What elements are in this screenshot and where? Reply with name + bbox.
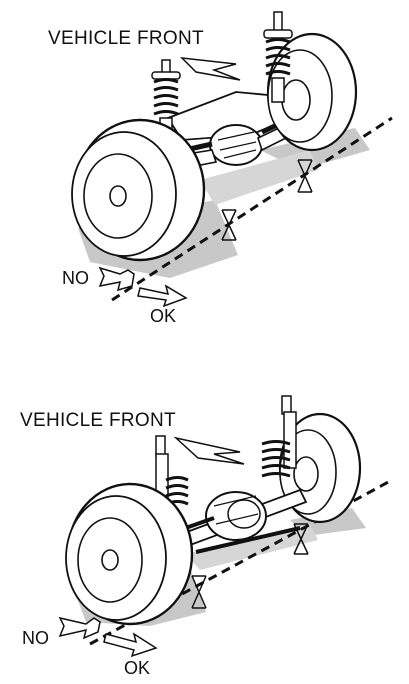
left-hub (101, 549, 119, 571)
lower-link (195, 526, 301, 554)
differential (209, 124, 263, 166)
left-coil-spring (165, 476, 189, 506)
right-coil-spring (265, 38, 291, 76)
measure-marker-right (293, 523, 309, 555)
right-shock-body (271, 77, 285, 103)
measure-marker-left (221, 209, 237, 241)
left-shock-top (155, 435, 166, 457)
right-strut-top (263, 29, 293, 39)
left-hub (109, 185, 127, 207)
right-hub (281, 79, 311, 121)
ok-arrow (137, 284, 188, 308)
ok-arrow (103, 632, 158, 658)
left-coil-spring (153, 78, 179, 116)
solid-axle-panel: VEHICLE FRONT NO OK (0, 340, 409, 684)
ground-shadow-center (186, 524, 318, 570)
no-arrow (98, 266, 135, 292)
measure-marker-right (297, 159, 313, 193)
right-coil-spring (261, 440, 291, 478)
measure-marker-left (191, 575, 207, 609)
ground-shadow-center (200, 150, 318, 205)
front-direction-arrow (179, 57, 241, 81)
no-arrow (58, 616, 101, 640)
vehicle-front-label: VEHICLE FRONT (20, 410, 176, 431)
ok-label: OK (150, 306, 177, 326)
independent-suspension-illustration (71, 11, 393, 308)
independent-suspension-panel: VEHICLE FRONT NO OK (0, 0, 409, 340)
solid-axle-illustration (58, 395, 393, 658)
no-label: NO (22, 628, 49, 648)
differential-ribs (217, 131, 257, 159)
differential-cover (227, 499, 261, 529)
right-hub (293, 456, 319, 492)
no-label: NO (62, 268, 89, 288)
right-strut-rod (273, 11, 283, 33)
left-strut-top (151, 71, 181, 80)
front-direction-arrow (173, 436, 245, 465)
ok-label: OK (124, 658, 151, 678)
vehicle-centerline (111, 116, 393, 302)
differential-ribs (213, 495, 259, 525)
vehicle-front-label: VEHICLE FRONT (48, 28, 204, 49)
